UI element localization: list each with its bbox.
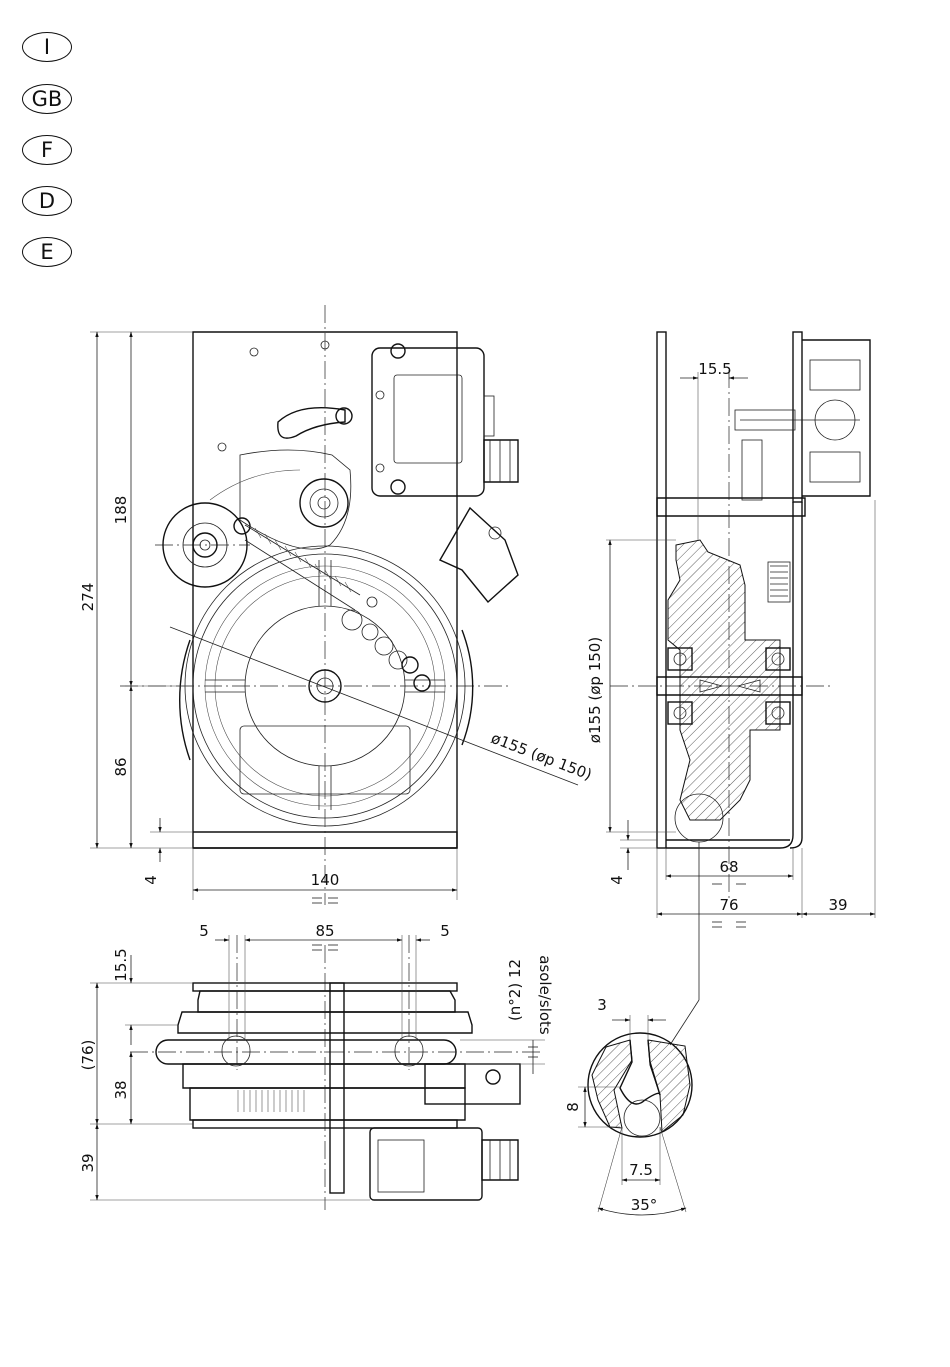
dim-top-top-offset: 15.5 xyxy=(112,948,130,981)
front-electrical-box xyxy=(372,348,484,496)
dim-groove-width: 7.5 xyxy=(629,1161,653,1179)
dim-side-top-offset: 15.5 xyxy=(698,360,731,378)
dim-side-width-outer: 76 xyxy=(719,896,738,914)
dim-top-center-spacing: 85 xyxy=(315,922,334,940)
side-pulley-section xyxy=(668,540,780,820)
dim-top-margin-left: 5 xyxy=(199,922,209,940)
dim-side-width-inner: 68 xyxy=(719,858,738,876)
dim-side-box-depth: 39 xyxy=(828,896,847,914)
dim-top-slots-count: (n°2) 12 xyxy=(506,959,524,1021)
dim-front-height-lower: 86 xyxy=(112,757,130,776)
side-view: 15.5 ø155 (øp 150) 4 68 76 39 xyxy=(586,332,875,1045)
dim-front-height-total: 274 xyxy=(79,583,97,612)
dim-front-height-upper: 188 xyxy=(112,496,130,525)
top-view: 5 85 5 15.5 (76) 38 39 (n°2) 12 asole/sl… xyxy=(79,922,554,1210)
dim-groove-depth: 8 xyxy=(564,1102,582,1112)
groove-detail: 3 8 7.5 35° xyxy=(564,996,692,1215)
dim-top-margin-right: 5 xyxy=(440,922,450,940)
dim-groove-lip: 3 xyxy=(597,996,607,1014)
dim-top-lower-height: 38 xyxy=(112,1080,130,1099)
dim-front-base-offset: 4 xyxy=(142,875,160,885)
dim-side-pulley-diameter: ø155 (øp 150) xyxy=(586,637,604,743)
dim-groove-angle: 35° xyxy=(631,1196,658,1214)
dim-side-base-offset: 4 xyxy=(608,875,626,885)
dim-front-width: 140 xyxy=(311,871,340,889)
front-view: 274 188 86 4 140 ø155 (øp 150) xyxy=(79,305,594,905)
dim-top-slots-label: asole/slots xyxy=(536,955,554,1035)
front-release-lever xyxy=(278,408,345,438)
dim-top-overall-height: (76) xyxy=(79,1040,97,1071)
dim-top-box-height: 39 xyxy=(79,1153,97,1172)
